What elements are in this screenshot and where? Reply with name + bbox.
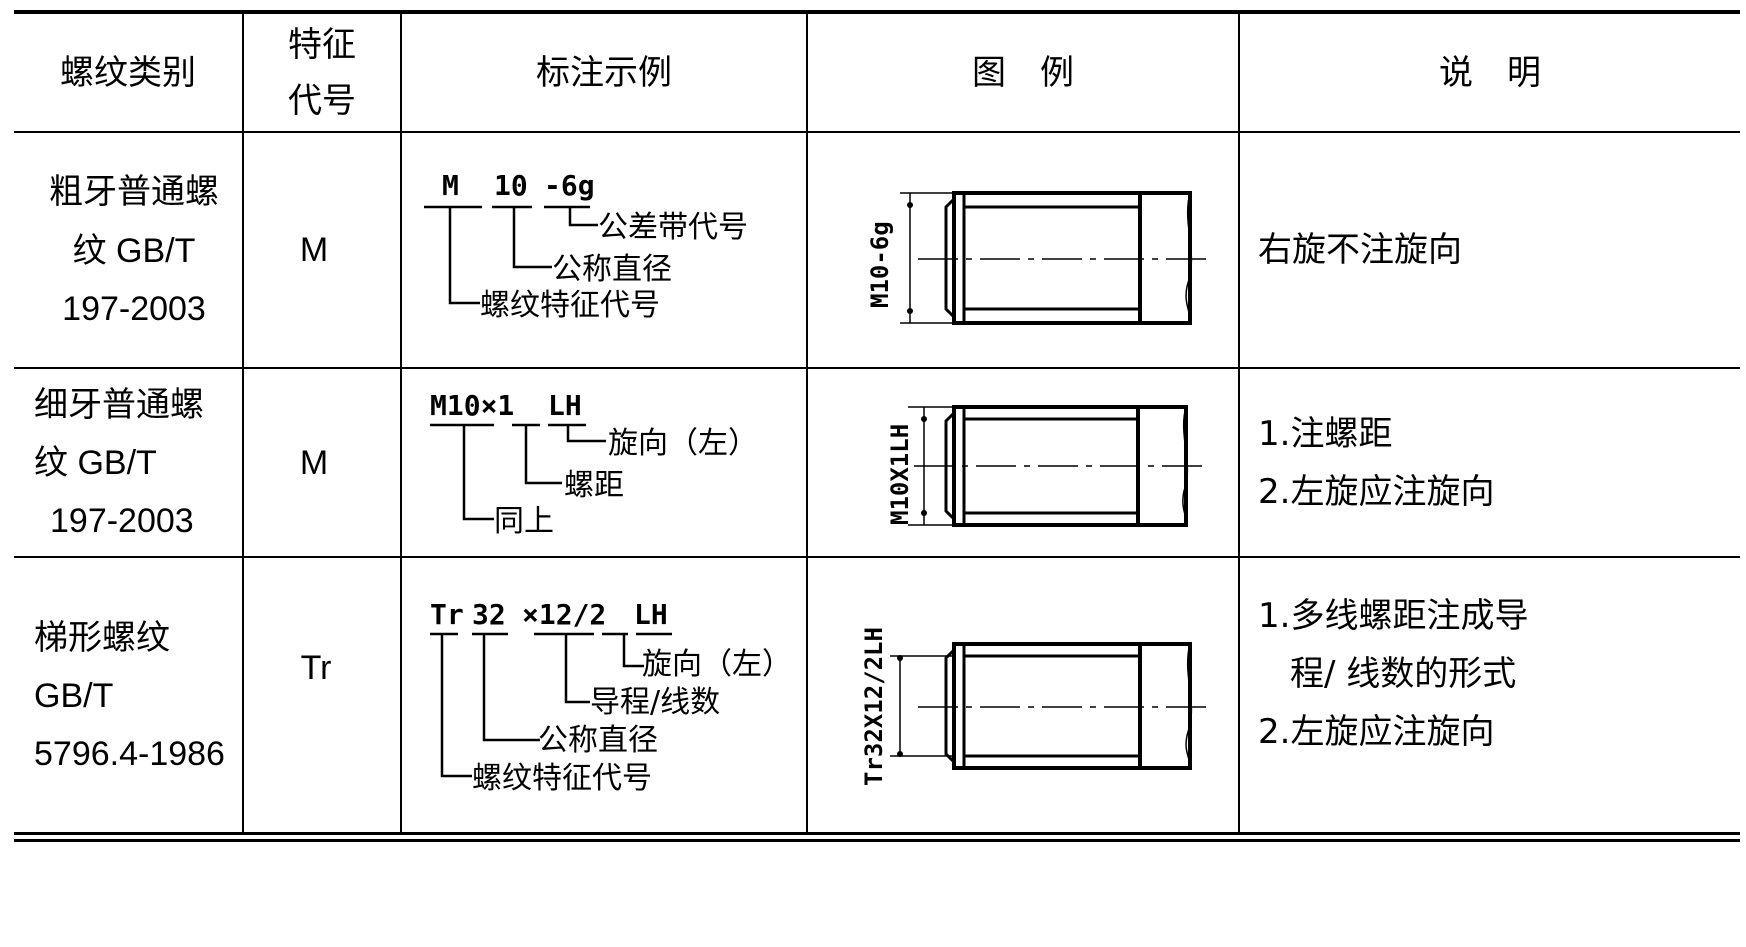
row1-thread-drawing: M10-6g (866, 191, 1208, 325)
header-type: 螺纹类别 (60, 52, 196, 93)
row1-annotation-diagram: M 10 -6g 公差带代号 公称直径 螺纹特征代号 (424, 169, 748, 323)
row1-annotation: M 10 -6g 公差带代号 公称直径 螺纹特征代号 (402, 133, 806, 367)
row3-code: Tr (300, 649, 332, 687)
row3-thread-drawing: Tr32X12/2LH (860, 627, 1214, 786)
col-divider-3 (806, 14, 808, 834)
row3-ann-12-2: ×12/2 (522, 598, 606, 631)
row2-label-direction: 旋向（左） (608, 426, 758, 461)
row2-type: 细牙普通螺 纹 GB/T 197-2003 (34, 385, 204, 540)
row2-annotation: M10×1 LH 旋向（左） 螺距 同上 (402, 369, 806, 556)
row3-ann-32: 32 (472, 598, 506, 631)
row3-ann-lh: LH (634, 598, 668, 631)
row3-figure: Tr32X12/2LH (808, 558, 1238, 832)
row1-ann-10: 10 (494, 169, 528, 202)
row1-label-diameter: 公称直径 (552, 252, 672, 287)
row1-ann-6g: -6g (544, 169, 595, 202)
row3-dim-label: Tr32X12/2LH (860, 627, 888, 786)
header-note: 说 明 (1439, 52, 1541, 93)
row2-dim-label: M10X1LH (886, 424, 914, 525)
row2-label-pitch: 螺距 (564, 468, 624, 503)
row1-note: 右旋不注旋向 (1258, 230, 1462, 270)
row3-note: 1.多线螺距注成导 程/ 线数的形式 2.左旋应注旋向 (1258, 596, 1529, 752)
table-top-rule (14, 10, 1740, 14)
row2-label-same: 同上 (494, 504, 554, 539)
header-code: 特征 代号 (288, 24, 356, 121)
row2-ann-lh: LH (548, 389, 582, 422)
row1-code: M (299, 231, 329, 269)
row3-label-direction: 旋向（左） (642, 647, 792, 682)
row2-note: 1.注螺距 2.左旋应注旋向 (1258, 413, 1495, 512)
row1-dim-label: M10-6g (866, 221, 894, 308)
row1-bottom-rule (14, 367, 1740, 369)
col-divider-2 (400, 14, 402, 834)
col-divider-1 (242, 14, 244, 834)
row3-label-diameter: 公称直径 (538, 723, 658, 758)
row2-thread-drawing: M10X1LH (886, 405, 1202, 527)
row2-bottom-rule (14, 556, 1740, 558)
header-annotation: 标注示例 (536, 52, 672, 93)
row3-ann-tr: Tr (430, 598, 464, 631)
header-figure: 图 例 (972, 52, 1074, 93)
row2-figure: M10X1LH (808, 369, 1238, 556)
row1-label-feature: 螺纹特征代号 (480, 288, 660, 323)
row3-annotation-diagram: Tr 32 ×12/2 LH 旋向（左） 导程/线数 公称直径 螺纹特征代号 (430, 598, 792, 796)
row2-annotation-diagram: M10×1 LH 旋向（左） 螺距 同上 (430, 389, 758, 539)
row3-annotation: Tr 32 ×12/2 LH 旋向（左） 导程/线数 公称直径 螺纹特征代号 (402, 558, 806, 832)
row3-type: 梯形螺纹 GB/T 5796.4-1986 (34, 618, 225, 773)
row1-type: 粗牙普通螺 纹 GB/T 197-2003 (49, 172, 219, 328)
row3-label-lead: 导程/线数 (590, 685, 720, 720)
row1-label-tolerance: 公差带代号 (598, 210, 748, 245)
row2-ann-m10x1: M10×1 (430, 389, 514, 422)
row1-figure: M10-6g (808, 133, 1238, 367)
col-divider-4 (1238, 14, 1240, 834)
row1-ann-m: M (442, 169, 459, 202)
row2-code: M (299, 443, 329, 482)
table-bottom-rule-1 (14, 832, 1740, 835)
table-bottom-rule-2 (14, 839, 1740, 842)
header-bottom-rule (14, 131, 1740, 133)
row3-label-feature: 螺纹特征代号 (472, 761, 652, 796)
